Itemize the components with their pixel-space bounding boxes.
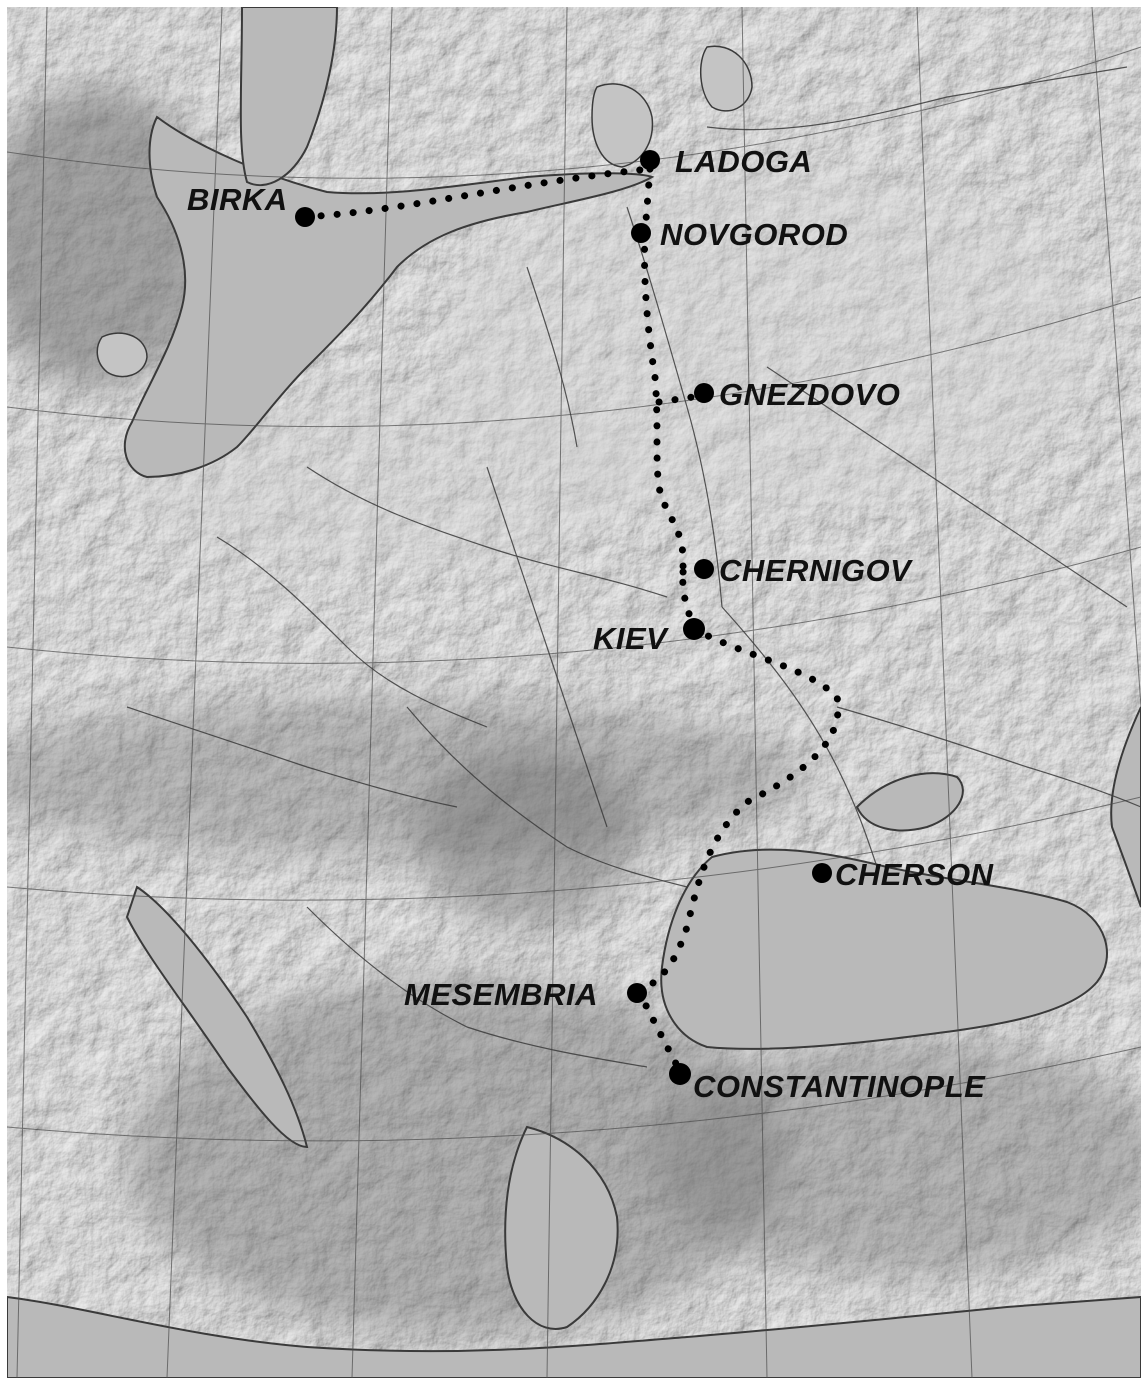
lake-ladoga: [591, 83, 654, 168]
label-ladoga: LADOGA: [675, 144, 812, 179]
label-constantinople: CONSTANTINOPLE: [693, 1069, 986, 1104]
marker-constantinople[interactable]: [669, 1063, 691, 1085]
map-frame: BIRKA LADOGA NOVGOROD GNEZDOVO CHERNIGOV…: [7, 7, 1141, 1378]
gulf-of-bothnia: [239, 7, 339, 187]
aegean-sea: [504, 1125, 619, 1330]
seas: [7, 7, 1141, 1378]
marker-gnezdovo[interactable]: [694, 383, 714, 403]
label-kiev: KIEV: [593, 621, 669, 656]
label-novgorod: NOVGOROD: [660, 217, 848, 252]
marker-ladoga[interactable]: [640, 150, 660, 170]
label-birka: BIRKA: [187, 182, 288, 217]
marker-kiev[interactable]: [683, 618, 705, 640]
lake-vanern: [96, 332, 148, 378]
baltic-sea: [123, 115, 655, 479]
borders-and-rivers: [126, 66, 1141, 1068]
route-ladoga-kiev: [640, 165, 698, 633]
label-mesembria: MESEMBRIA: [404, 977, 598, 1012]
adriatic-sea: [125, 885, 309, 1149]
black-sea: [660, 848, 1108, 1050]
lake-onega: [699, 45, 753, 112]
label-chernigov: CHERNIGOV: [719, 553, 913, 588]
marker-mesembria[interactable]: [627, 983, 647, 1003]
city-labels: BIRKA LADOGA NOVGOROD GNEZDOVO CHERNIGOV…: [187, 144, 994, 1104]
mediterranean-sea: [7, 1295, 1141, 1378]
marker-cherson[interactable]: [812, 863, 832, 883]
label-gnezdovo: GNEZDOVO: [719, 377, 900, 412]
marker-novgorod[interactable]: [631, 223, 651, 243]
lakes: [96, 45, 753, 378]
terrain-shading: [7, 87, 1141, 1337]
marker-birka[interactable]: [295, 207, 315, 227]
city-markers: [295, 150, 832, 1085]
sea-of-azov: [855, 772, 964, 832]
marker-chernigov[interactable]: [694, 559, 714, 579]
label-cherson: CHERSON: [835, 857, 994, 892]
graticule: [7, 7, 1141, 1378]
relief-map[interactable]: BIRKA LADOGA NOVGOROD GNEZDOVO CHERNIGOV…: [7, 7, 1141, 1378]
